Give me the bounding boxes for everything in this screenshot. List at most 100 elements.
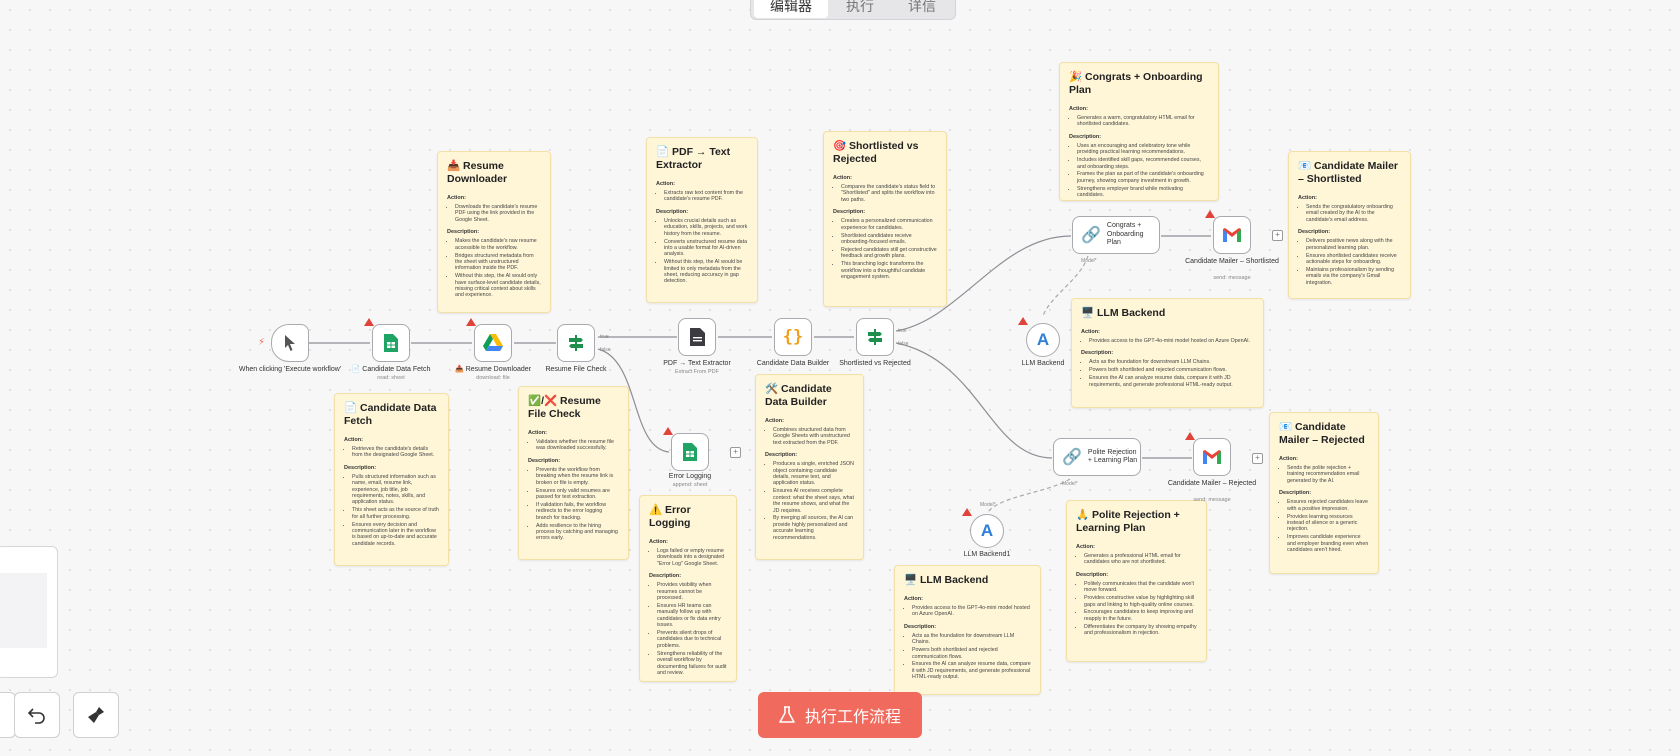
cursor-icon bbox=[285, 335, 295, 351]
mode-tabs: 编辑器 执行 详信 bbox=[750, 0, 956, 20]
list-item: Ensures only valid resumes are passed fo… bbox=[536, 488, 619, 501]
add-node-button[interactable]: + bbox=[1252, 453, 1263, 464]
list-item: Ensures shortlisted candidates receive a… bbox=[1306, 253, 1401, 266]
port-label-true: true bbox=[898, 328, 907, 334]
note-section-label: Description: bbox=[649, 573, 682, 580]
node-label: Candidate Mailer – Rejected bbox=[1167, 480, 1257, 487]
note-action-list: Retrieves the candidate's details from t… bbox=[344, 446, 439, 459]
list-item: Ensures AI receives complete context: wh… bbox=[773, 488, 854, 514]
note-title: 🙏 Polite Rejection + Learning Plan bbox=[1076, 509, 1180, 534]
list-item: Shortlisted candidates receive onboardin… bbox=[841, 233, 937, 246]
list-item: Compares the candidate's status field to… bbox=[841, 184, 937, 203]
google-drive-icon bbox=[483, 334, 503, 351]
node-subtitle: Extract From PDF bbox=[674, 369, 719, 375]
node-label: Candidate Data Builder bbox=[756, 360, 830, 367]
list-item: Rejected candidates still get constructi… bbox=[841, 247, 937, 260]
sticky-note[interactable]: 🎯 Shortlisted vs RejectedAction:Compares… bbox=[823, 131, 947, 307]
note-section-label: Description: bbox=[1279, 490, 1312, 497]
note-title: 🎉 Congrats + Onboarding Plan bbox=[1069, 71, 1203, 96]
list-item: Validates whether the resume file was do… bbox=[536, 439, 619, 452]
note-section-label: Action: bbox=[344, 437, 363, 443]
list-item: Uses an encouraging and celebratory tone… bbox=[1077, 143, 1209, 156]
clear-execution-button[interactable] bbox=[73, 692, 119, 738]
add-node-button[interactable]: + bbox=[730, 447, 741, 458]
sticky-note[interactable]: 🛠️ Candidate Data BuilderAction:Combines… bbox=[755, 374, 864, 560]
list-item: Pulls structured information such as nam… bbox=[352, 474, 439, 506]
note-section-label: Action: bbox=[649, 539, 668, 545]
sticky-note[interactable]: 📧 Candidate Mailer – ShortlistedAction:S… bbox=[1288, 151, 1411, 299]
list-item: Without this step, the AI would be limit… bbox=[664, 259, 748, 285]
undo-button[interactable] bbox=[14, 692, 60, 738]
warning-icon bbox=[466, 318, 476, 326]
node-label: LLM Backend bbox=[1021, 360, 1065, 367]
node-label: Error Logging bbox=[668, 473, 712, 480]
list-item: Sends the polite rejection + training re… bbox=[1287, 465, 1369, 484]
note-action-list: Provides access to the GPT-4o-mini model… bbox=[904, 605, 1031, 618]
list-item: Makes the candidate's raw resume accessi… bbox=[455, 238, 541, 251]
note-section-label: Description: bbox=[528, 457, 561, 464]
list-item: This branching logic transforms the work… bbox=[841, 261, 937, 280]
switch-icon bbox=[569, 335, 583, 351]
node-subtitle: read: sheet bbox=[377, 375, 405, 381]
tab-editor[interactable]: 编辑器 bbox=[754, 0, 828, 18]
node-label: Candidate Mailer – Shortlisted bbox=[1185, 258, 1279, 265]
node-label: Polite Rejection + Learning Plan bbox=[1087, 448, 1138, 465]
note-action-list: Downloads the candidate's resume PDF usi… bbox=[447, 204, 541, 223]
note-description-list: Makes the candidate's raw resume accessi… bbox=[447, 238, 541, 299]
note-title: ⚠️ Error Logging bbox=[649, 504, 691, 529]
note-title: 📥 Resume Downloader bbox=[447, 160, 508, 185]
add-node-button[interactable]: + bbox=[1272, 230, 1283, 241]
list-item: If validation fails, the workflow redire… bbox=[536, 502, 619, 521]
list-item: Politely communicates that the candidate… bbox=[1084, 581, 1197, 594]
execute-workflow-button[interactable]: 执行工作流程 bbox=[758, 692, 922, 738]
note-description-list: Politely communicates that the candidate… bbox=[1076, 581, 1197, 637]
note-section-label: Description: bbox=[765, 452, 798, 459]
tab-details[interactable]: 详信 bbox=[908, 0, 936, 14]
braces-icon: {} bbox=[782, 327, 804, 347]
gmail-icon bbox=[1223, 228, 1241, 242]
warning-icon bbox=[1205, 210, 1215, 218]
list-item: Bridges structured metadata from the she… bbox=[455, 253, 541, 272]
list-item: Generates a warm, congratulatory HTML em… bbox=[1077, 115, 1209, 128]
note-section-label: Action: bbox=[833, 175, 852, 181]
list-item: Provides access to the GPT-4o-mini model… bbox=[1089, 338, 1254, 344]
side-panel[interactable] bbox=[0, 546, 58, 678]
note-section-label: Action: bbox=[447, 195, 466, 201]
list-item: Provides learning resources instead of s… bbox=[1287, 514, 1369, 533]
list-item: Differentiates the company by showing em… bbox=[1084, 624, 1197, 637]
azure-icon: A bbox=[980, 521, 994, 540]
switch-icon bbox=[868, 329, 882, 345]
note-description-list: Pulls structured information such as nam… bbox=[344, 474, 439, 547]
node-subtitle: send: message bbox=[1213, 275, 1251, 281]
list-item: Acts as the foundation for downstream LL… bbox=[1089, 359, 1254, 365]
list-item: Acts as the foundation for downstream LL… bbox=[912, 633, 1031, 646]
list-item: This sheet acts as the source of truth f… bbox=[352, 507, 439, 520]
list-item: Retrieves the candidate's details from t… bbox=[352, 446, 439, 459]
list-item: Creates a personalized communication exp… bbox=[841, 218, 937, 231]
list-item: Produces a single, enriched JSON object … bbox=[773, 461, 854, 487]
list-item: Powers both shortlisted and rejected com… bbox=[912, 647, 1031, 660]
warning-icon bbox=[1185, 432, 1195, 440]
warning-icon bbox=[962, 508, 972, 516]
sticky-note[interactable]: 📧 Candidate Mailer – RejectedAction:Send… bbox=[1269, 412, 1379, 574]
note-section-label: Description: bbox=[1076, 571, 1109, 578]
list-item: Logs failed or empty resume downloads in… bbox=[657, 548, 727, 567]
tab-executions[interactable]: 执行 bbox=[846, 0, 874, 14]
note-section-label: Action: bbox=[1069, 106, 1088, 112]
port-label-true: true bbox=[600, 334, 609, 340]
execute-workflow-label: 执行工作流程 bbox=[804, 709, 901, 726]
list-item: Ensures the AI can analyze resume data, … bbox=[912, 661, 1031, 680]
note-section-label: Action: bbox=[1279, 456, 1298, 462]
note-action-list: Generates a professional HTML email for … bbox=[1076, 553, 1197, 566]
note-section-label: Action: bbox=[1081, 329, 1100, 335]
